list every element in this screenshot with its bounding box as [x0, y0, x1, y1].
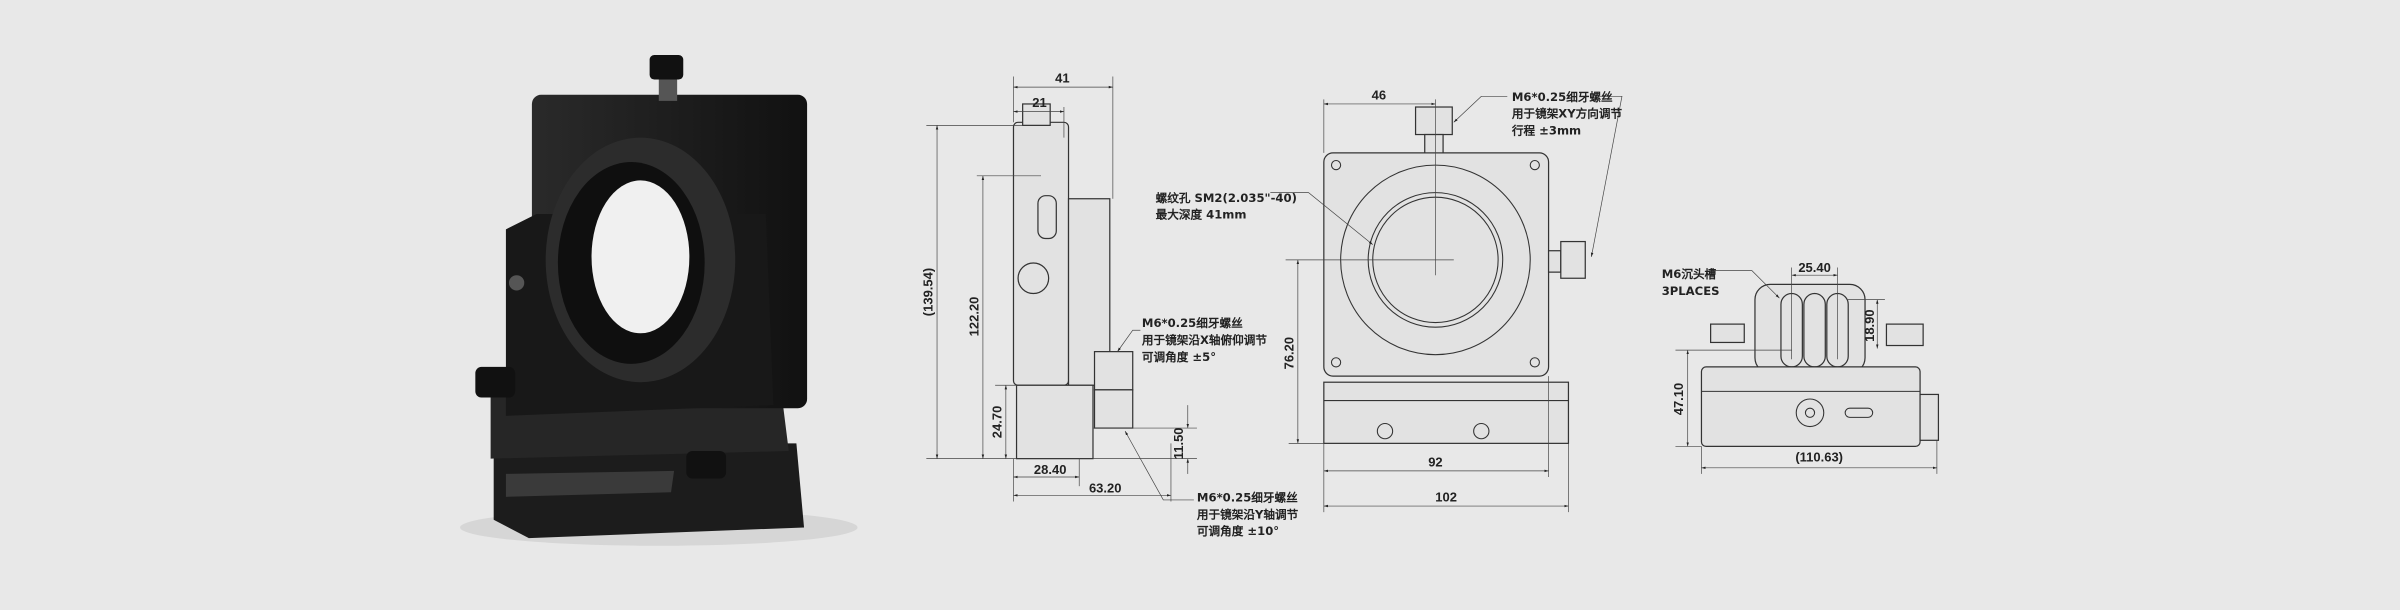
dim-base-height: 24.70 — [989, 406, 1004, 438]
front-view-drawing: 46 76.20 92 102 螺纹孔 SM2(2.035"-40) 最大深度 … — [1156, 87, 1623, 513]
note-x-axis-screw: M6*0.25细牙螺丝 用于镜架沿X轴俯仰调节 可调角度 ±5° — [1141, 316, 1267, 364]
dim-center-height-front: 76.20 — [1281, 337, 1296, 370]
note-thread-hole: 螺纹孔 SM2(2.035"-40) 最大深度 41mm — [1156, 191, 1297, 222]
svg-text:行程 ±3mm: 行程 ±3mm — [1511, 124, 1581, 138]
svg-text:用于镜架沿Y轴调节: 用于镜架沿Y轴调节 — [1196, 507, 1299, 521]
svg-text:M6沉头槽: M6沉头槽 — [1662, 267, 1717, 281]
note-xy-screw: M6*0.25细牙螺丝 用于镜架XY方向调节 行程 ±3mm — [1511, 90, 1623, 138]
svg-text:可调角度 ±5°: 可调角度 ±5° — [1142, 350, 1216, 364]
note-counterbore-slots: M6沉头槽 3PLACES — [1662, 267, 1720, 298]
side-view-drawing: 41 21 (139.54) 122.20 24.70 28.40 63.20 … — [920, 71, 1298, 539]
svg-text:M6*0.25细牙螺丝: M6*0.25细牙螺丝 — [1142, 316, 1243, 330]
svg-text:螺纹孔 SM2(2.035"-40): 螺纹孔 SM2(2.035"-40) — [1156, 191, 1297, 205]
svg-text:最大深度 41mm: 最大深度 41mm — [1156, 208, 1247, 222]
dim-center-x: 46 — [1372, 87, 1386, 102]
dim-end-height: 47.10 — [1671, 383, 1686, 416]
product-photo — [460, 55, 858, 546]
dim-total-depth: 41 — [1055, 71, 1069, 86]
end-view-drawing: 25.40 18.90 47.10 (110.63) M6沉头槽 3PLACES — [1662, 260, 1940, 474]
svg-text:用于镜架沿X轴俯仰调节: 用于镜架沿X轴俯仰调节 — [1141, 333, 1267, 347]
dim-base-width: 102 — [1435, 489, 1457, 504]
dim-knob-offset: 21 — [1032, 95, 1046, 110]
svg-text:M6*0.25细牙螺丝: M6*0.25细牙螺丝 — [1197, 490, 1298, 504]
svg-text:可调角度 ±10°: 可调角度 ±10° — [1197, 524, 1279, 538]
dim-total-width: (110.63) — [1795, 450, 1843, 465]
dim-slot-offset: 18.90 — [1862, 309, 1877, 342]
svg-text:3PLACES: 3PLACES — [1662, 284, 1720, 298]
dim-center-height: 122.20 — [966, 297, 981, 337]
dim-screw-height: 11.50 — [1171, 427, 1186, 459]
dim-plate-width: 92 — [1428, 454, 1442, 469]
dim-total-height: (139.54) — [920, 268, 935, 316]
dim-base-depth: 63.20 — [1089, 480, 1122, 495]
dim-slot-pitch: 25.40 — [1798, 260, 1830, 275]
dim-base-offset: 28.40 — [1034, 462, 1067, 477]
note-y-axis-screw: M6*0.25细牙螺丝 用于镜架沿Y轴调节 可调角度 ±10° — [1196, 490, 1299, 538]
svg-text:用于镜架XY方向调节: 用于镜架XY方向调节 — [1511, 107, 1623, 121]
svg-text:M6*0.25细牙螺丝: M6*0.25细牙螺丝 — [1512, 90, 1613, 104]
